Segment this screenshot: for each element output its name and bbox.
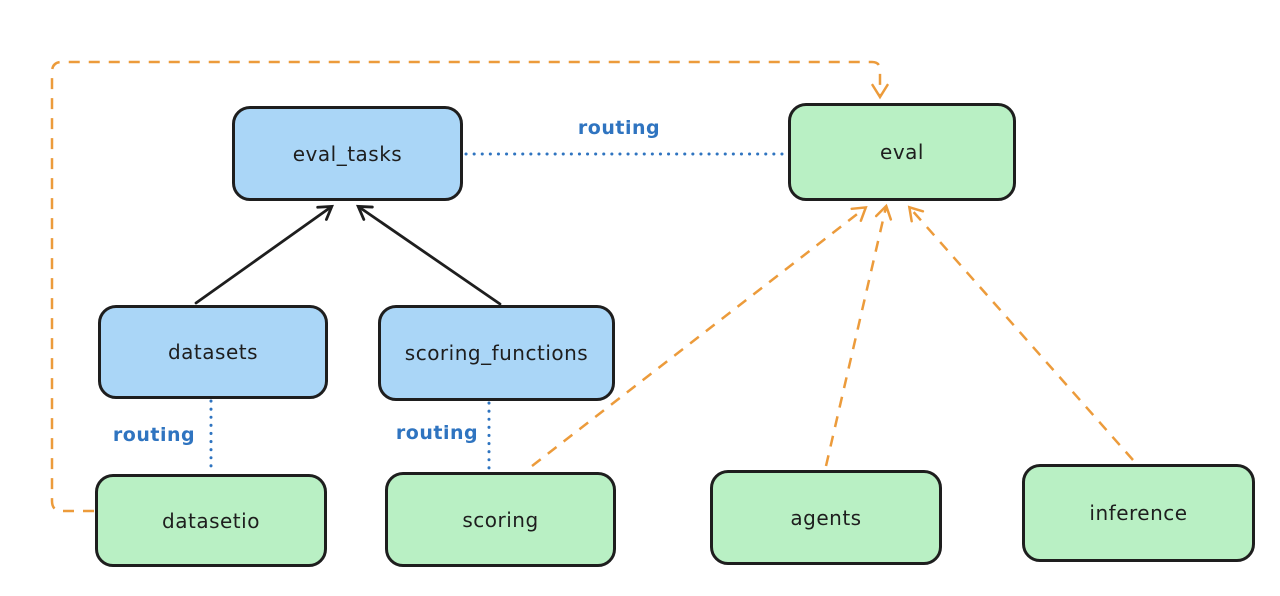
node-inference: inference	[1022, 464, 1255, 562]
edge-datasets-to-eval-tasks	[194, 204, 334, 305]
node-scoring: scoring	[385, 472, 616, 567]
routing-label-eval-tasks-eval: routing	[577, 117, 661, 139]
node-scoring-functions-label: scoring_functions	[404, 341, 589, 365]
routing-label-scoring-functions-scoring: routing	[395, 422, 479, 444]
routing-label-datasets-datasetio: routing	[112, 424, 196, 446]
node-inference-label: inference	[1089, 501, 1188, 525]
node-datasets-label: datasets	[167, 340, 259, 364]
node-scoring-functions: scoring_functions	[378, 305, 615, 401]
node-eval-label: eval	[880, 140, 924, 164]
edge-inference-to-eval	[907, 205, 1134, 461]
node-eval-tasks: eval_tasks	[232, 106, 463, 201]
node-eval-tasks-label: eval_tasks	[292, 141, 403, 166]
node-eval: eval	[788, 103, 1016, 201]
edge-datasetio-to-eval	[50, 60, 889, 513]
edge-agents-to-eval	[824, 203, 893, 467]
node-scoring-label: scoring	[462, 507, 539, 532]
node-agents-label: agents	[790, 505, 862, 530]
node-datasetio-label: datasetio	[162, 508, 260, 533]
node-datasetio: datasetio	[95, 474, 327, 567]
edge-scoring-to-eval	[531, 205, 868, 467]
node-datasets: datasets	[98, 305, 328, 399]
node-agents: agents	[710, 470, 942, 565]
edge-scoring-functions-to-eval-tasks	[355, 204, 502, 306]
